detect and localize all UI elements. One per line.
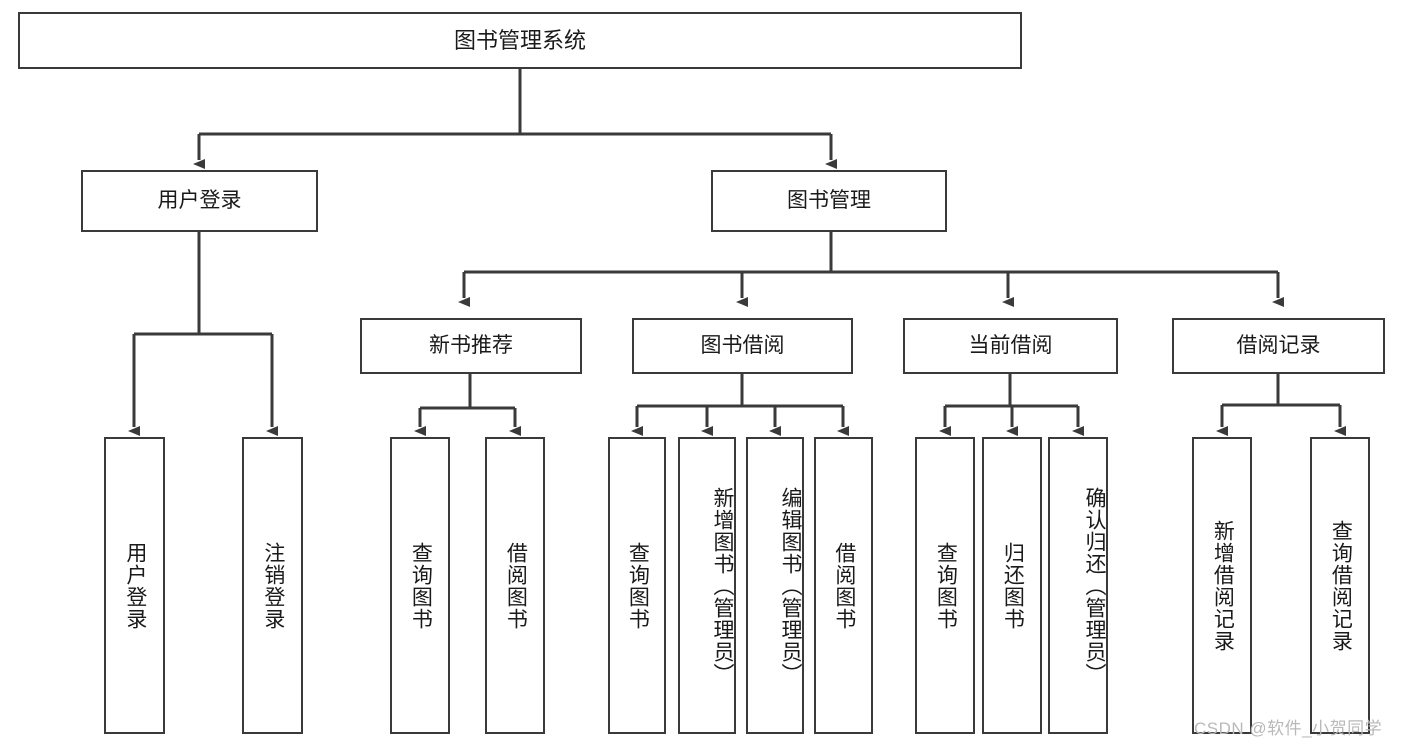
leaf-query-book-new[interactable]: 查询图书 [390,437,450,734]
node-user-login-label: 用户登录 [157,188,242,212]
leaf-query-book-current[interactable]: 查询图书 [915,437,975,734]
node-user-login[interactable]: 用户登录 [81,170,318,232]
node-new-book-recommend-label: 新书推荐 [429,333,513,357]
leaf-return-book-label: 归还图书 [1001,541,1025,630]
leaf-query-book-new-label: 查询图书 [409,541,433,630]
leaf-add-borrow-record-label: 新增借阅记录 [1211,519,1235,652]
node-book-borrow[interactable]: 图书借阅 [632,318,853,374]
node-borrow-record-label: 借阅记录 [1236,333,1321,357]
leaf-logout[interactable]: 注销登录 [242,437,303,734]
leaf-user-login[interactable]: 用户登录 [104,437,165,734]
leaf-add-book-label: 新增图书（管理员） [711,486,734,685]
node-borrow-record[interactable]: 借阅记录 [1172,318,1385,374]
leaf-return-book[interactable]: 归还图书 [982,437,1042,734]
node-root[interactable]: 图书管理系统 [18,12,1022,69]
node-current-borrow-label: 当前借阅 [968,333,1053,357]
leaf-borrow-book-new[interactable]: 借阅图书 [485,437,545,734]
node-new-book-recommend[interactable]: 新书推荐 [360,318,582,374]
node-book-manage[interactable]: 图书管理 [711,170,947,232]
leaf-borrow-book-borrow-label: 借阅图书 [832,541,856,630]
leaf-query-book-current-label: 查询图书 [934,541,958,630]
leaf-add-book[interactable]: 新增图书（管理员） [678,437,736,734]
leaf-query-borrow-record-label: 查询借阅记录 [1329,519,1353,652]
node-root-label: 图书管理系统 [453,27,586,53]
node-book-manage-label: 图书管理 [787,188,871,212]
node-book-borrow-label: 图书借阅 [700,333,785,357]
leaf-confirm-return[interactable]: 确认归还（管理员） [1048,437,1108,734]
leaf-logout-label: 注销登录 [261,541,285,630]
csdn-watermark: CSDN @软件_小贺同学 [1194,719,1383,738]
leaf-borrow-book-borrow[interactable]: 借阅图书 [814,437,873,734]
leaf-edit-book[interactable]: 编辑图书（管理员） [746,437,804,734]
leaf-borrow-book-new-label: 借阅图书 [504,541,528,630]
leaf-query-book-borrow[interactable]: 查询图书 [608,437,666,734]
leaf-confirm-return-label: 确认归还（管理员） [1083,486,1106,685]
leaf-query-borrow-record[interactable]: 查询借阅记录 [1310,437,1370,734]
leaf-query-book-borrow-label: 查询图书 [626,541,650,630]
leaf-add-borrow-record[interactable]: 新增借阅记录 [1192,437,1252,734]
leaf-user-login-label: 用户登录 [123,541,147,630]
node-current-borrow[interactable]: 当前借阅 [903,318,1118,374]
leaf-edit-book-label: 编辑图书（管理员） [779,486,802,685]
